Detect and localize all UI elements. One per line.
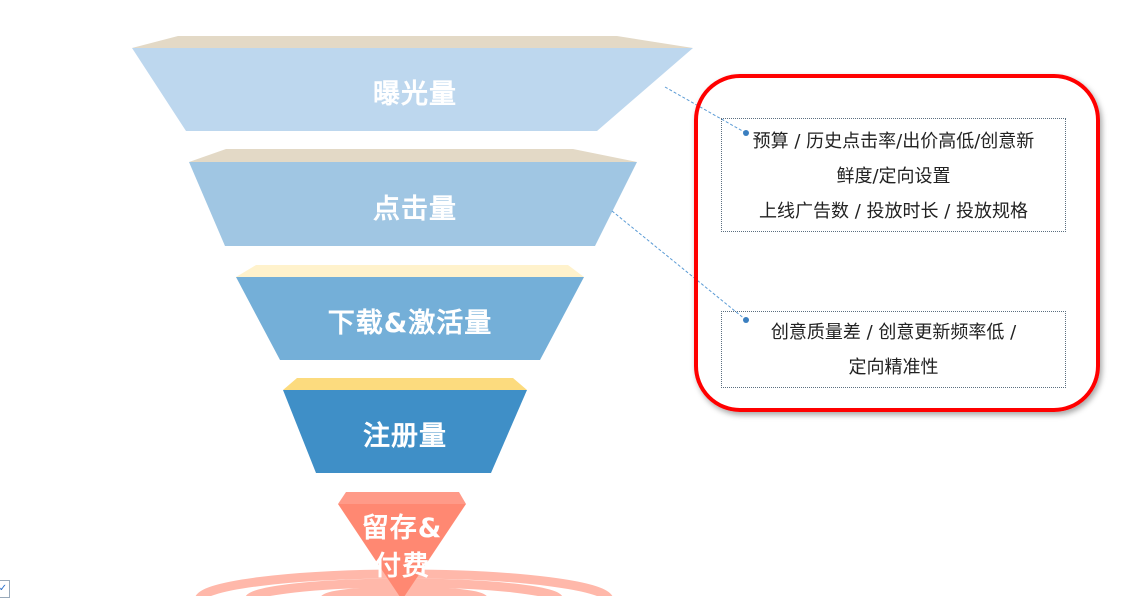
note-line: 创意质量差 / 创意更新频率低 / bbox=[770, 322, 1017, 343]
level-label-registrations: 注册量 bbox=[363, 421, 447, 452]
funnel-level-1 bbox=[132, 36, 693, 131]
note-box-exposure-factors: 预算 / 历史点击率/出价高低/创意新 鲜度/定向设置 上线广告数 / 投放时长… bbox=[721, 118, 1066, 232]
level-label-exposure: 曝光量 bbox=[373, 79, 457, 110]
level-label-downloads: 下载&激活量 bbox=[327, 308, 493, 339]
funnel-level-2 bbox=[189, 149, 637, 246]
check-icon: ✓ bbox=[0, 580, 10, 598]
funnel-level-3 bbox=[236, 265, 584, 360]
level-label-retention: 留存&付费 bbox=[361, 513, 443, 582]
note-line: 定向精准性 bbox=[848, 357, 939, 378]
connector-dot bbox=[743, 317, 749, 323]
note-line: 鲜度/定向设置 bbox=[836, 166, 951, 187]
note-box-click-factors: 创意质量差 / 创意更新频率低 / 定向精准性 bbox=[721, 311, 1066, 388]
connector-dot bbox=[743, 130, 749, 136]
note-line: 预算 / 历史点击率/出价高低/创意新 bbox=[752, 131, 1035, 152]
funnel-level-4 bbox=[283, 378, 527, 473]
note-line: 上线广告数 / 投放时长 / 投放规格 bbox=[758, 201, 1028, 222]
highlight-box bbox=[694, 74, 1100, 412]
funnel-level-5 bbox=[338, 492, 466, 596]
level-label-clicks: 点击量 bbox=[373, 194, 457, 225]
